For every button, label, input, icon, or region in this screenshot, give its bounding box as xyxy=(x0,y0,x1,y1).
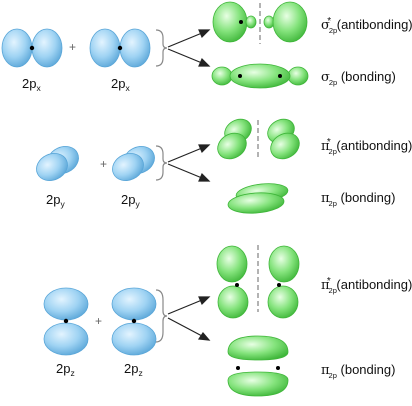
mo-label-antibonding: π2p* (antibonding) xyxy=(321,276,412,295)
plus-sign: + xyxy=(69,40,77,54)
mo-label-bonding: π2p (bonding) xyxy=(321,362,396,380)
mo-label-antibonding: π2p* (antibonding) xyxy=(321,137,412,156)
mo-label-bonding: π2p (bonding) xyxy=(321,190,396,208)
py-orbital-right xyxy=(112,146,155,181)
plus-sign: + xyxy=(95,314,103,328)
reaction-arrow xyxy=(167,144,211,182)
sigma-star-orbital xyxy=(212,1,308,44)
px-orbital-right xyxy=(89,28,151,68)
brace xyxy=(155,29,168,67)
brace xyxy=(155,145,168,181)
ao-label: 2py xyxy=(121,192,140,209)
reaction-arrow xyxy=(167,29,211,67)
ao-label: 2pz xyxy=(56,361,75,378)
pi-orbital xyxy=(227,335,289,397)
nucleus xyxy=(117,45,123,51)
reaction-arrow xyxy=(167,296,211,341)
brace xyxy=(155,289,168,343)
px-orbital-left xyxy=(1,28,63,68)
ao-label: 2px xyxy=(22,76,41,93)
ao-label: 2px xyxy=(111,76,130,93)
pi-star-orbital xyxy=(216,245,300,319)
plus-sign: + xyxy=(100,157,108,171)
ao-label: 2pz xyxy=(124,361,143,378)
pz-orbital-right xyxy=(111,287,157,356)
ao-label: 2py xyxy=(46,192,65,209)
mo-label-antibonding: σ2p* (antibonding) xyxy=(321,16,412,35)
pi-orbital xyxy=(227,183,289,214)
pz-orbital-left xyxy=(43,287,89,356)
sigma-orbital xyxy=(211,63,309,89)
nucleus xyxy=(29,45,35,51)
mo-label-bonding: σ2p (bonding) xyxy=(321,69,396,87)
py-orbital-left xyxy=(36,146,79,181)
pi-star-orbital xyxy=(217,118,300,160)
